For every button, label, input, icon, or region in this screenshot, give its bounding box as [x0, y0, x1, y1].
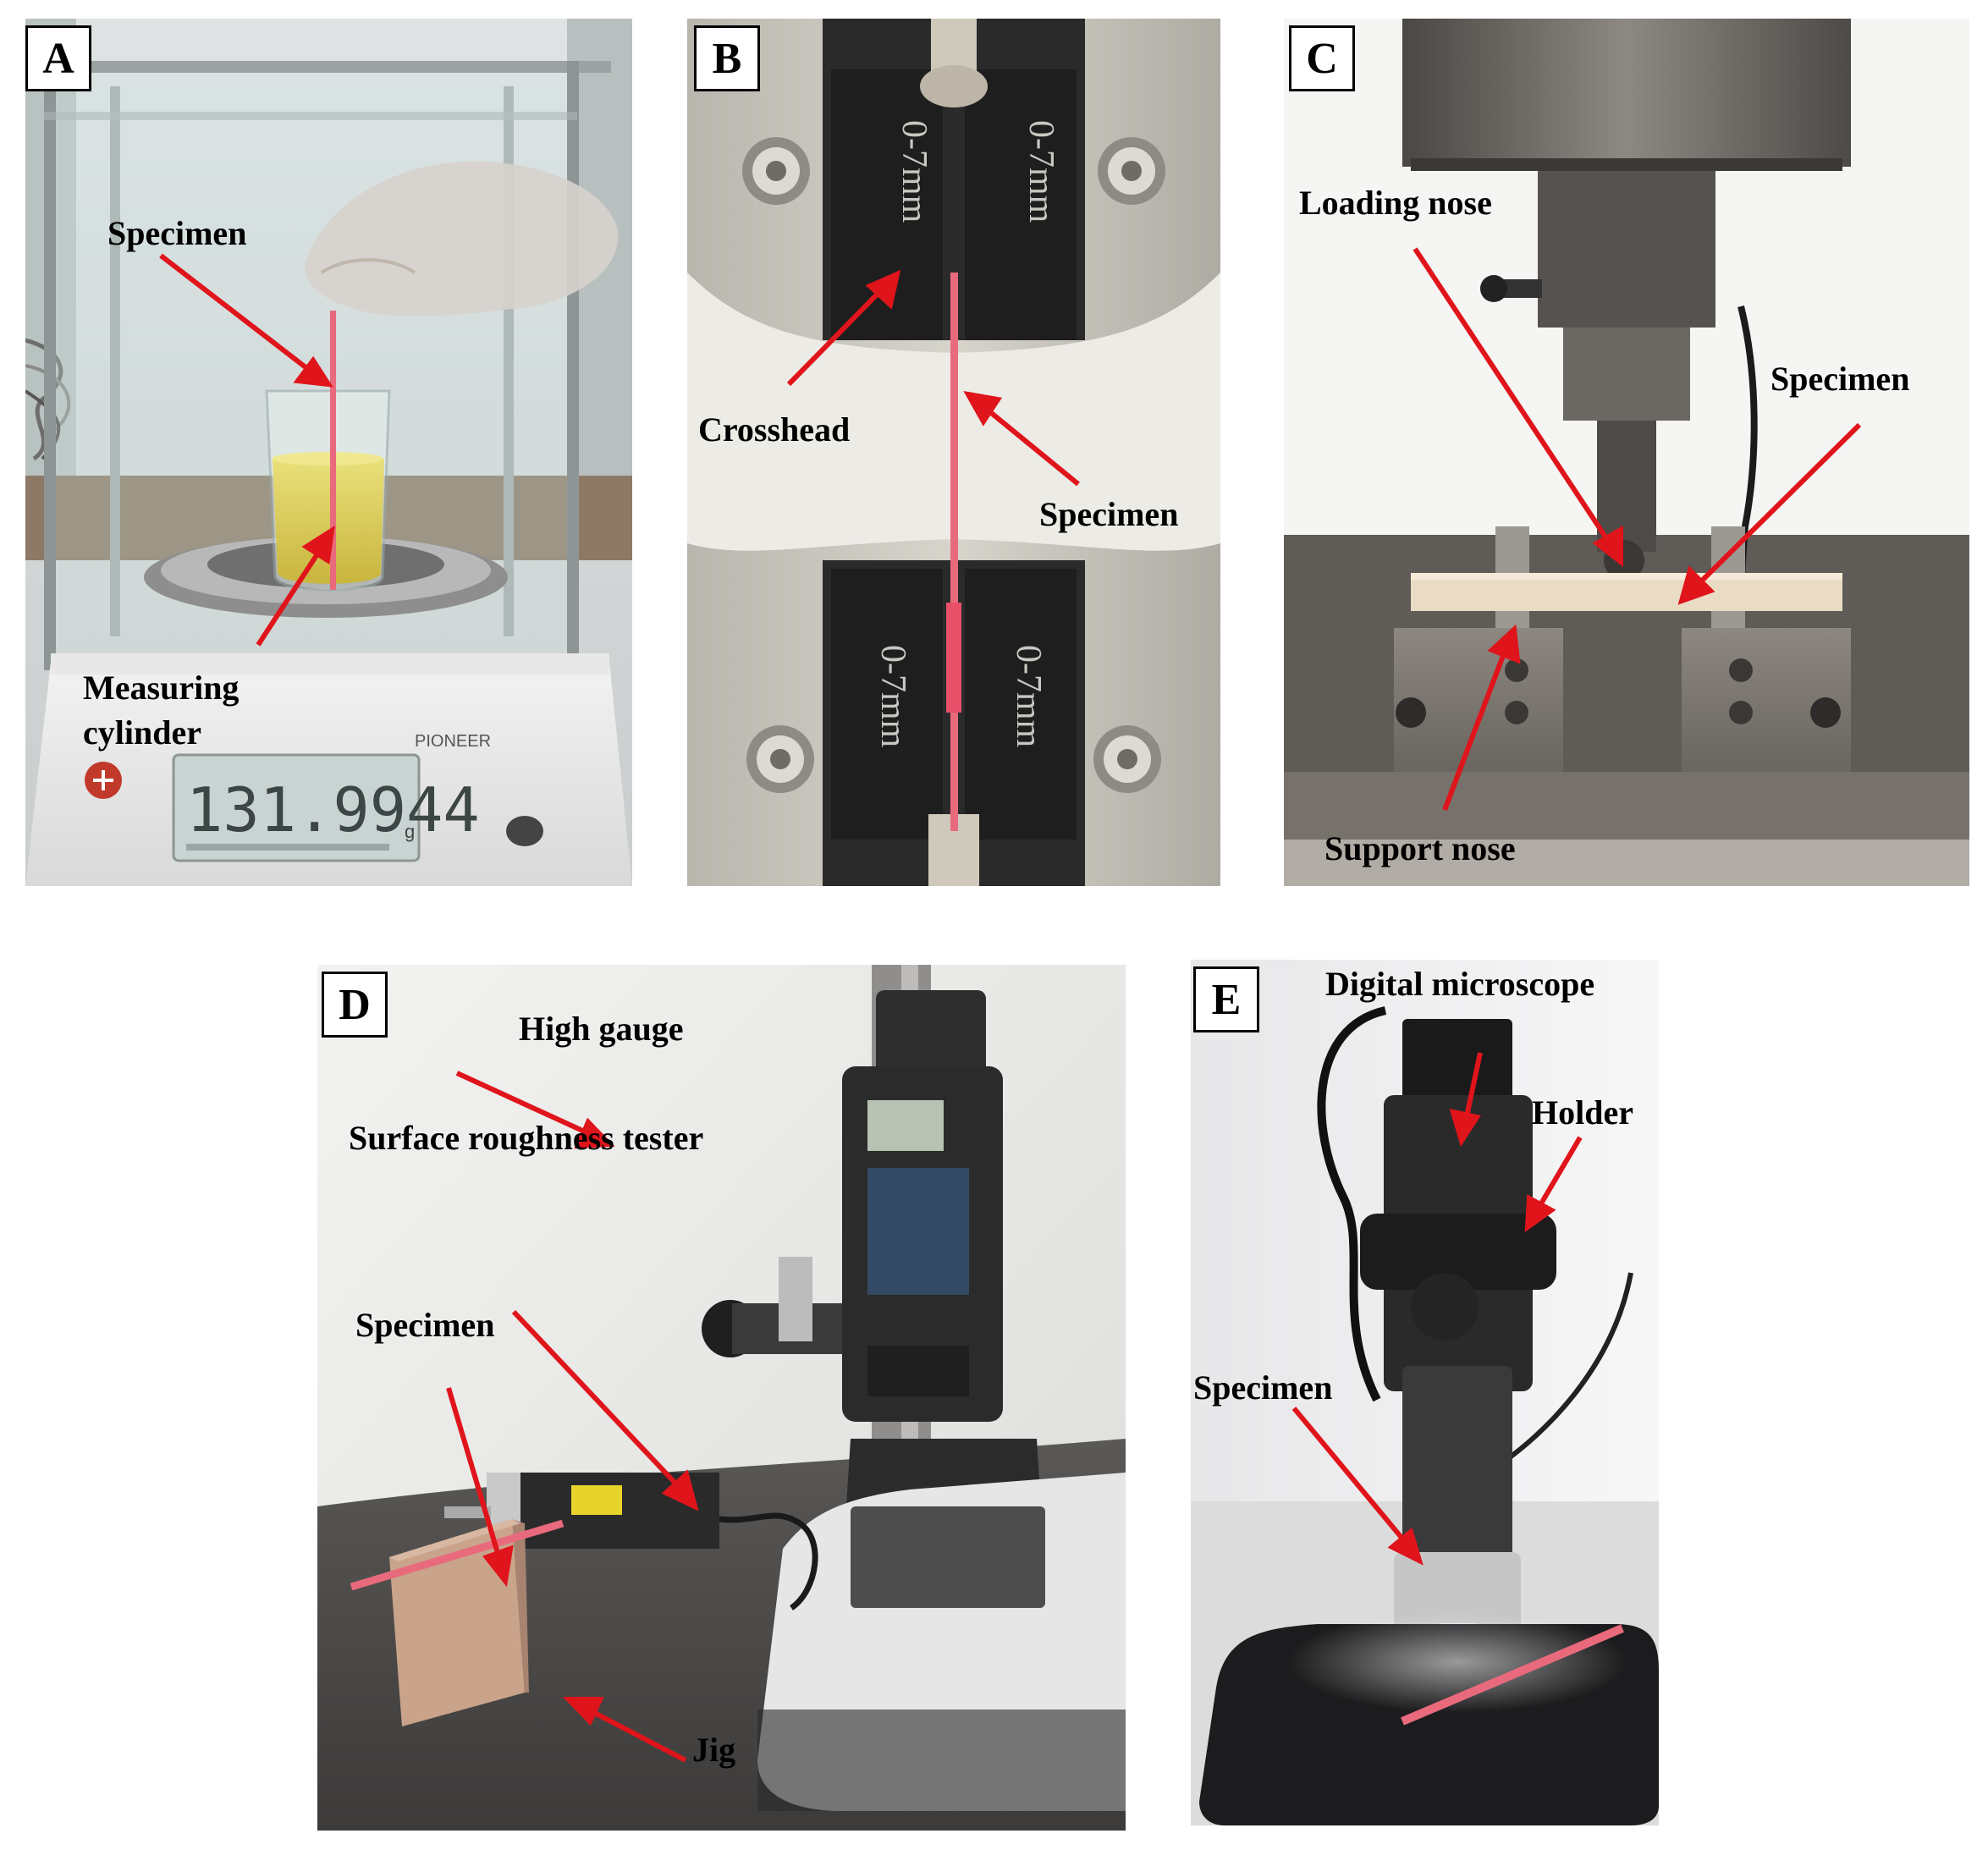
panel-e-letter: E	[1193, 966, 1259, 1032]
balance-readout: 131.9944	[186, 774, 480, 845]
panel-b-specimen-label: Specimen	[1039, 495, 1179, 533]
panel-a-measuring-cylinder-label-1: Measuring	[83, 669, 240, 707]
panel-d-letter: D	[322, 972, 388, 1038]
panel-a-specimen-label: Specimen	[107, 214, 247, 252]
panel-c-specimen-label: Specimen	[1770, 360, 1910, 398]
panel-d-jig-label: Jig	[692, 1731, 736, 1769]
panel-a-measuring-cylinder-label-2: cylinder	[83, 713, 201, 752]
panel-d-surface-roughness-tester-label: Surface roughness tester	[349, 1119, 704, 1157]
panel-c-letter: C	[1289, 25, 1355, 91]
grip-marking-top-right: 0-7mm	[1022, 120, 1060, 223]
panel-b-crosshead-label: Crosshead	[698, 410, 851, 449]
panel-c-support-nose-label: Support nose	[1324, 829, 1516, 867]
panel-d-high-gauge-label: High gauge	[519, 1010, 684, 1048]
panel-d-photo	[317, 965, 1126, 1831]
panel-e-digital-microscope-label: Digital microscope	[1325, 965, 1595, 1003]
panel-e-holder-label: Holder	[1532, 1093, 1633, 1131]
panel-b-photo: 0-7mm 0-7mm 0-7mm 0-7mm	[687, 19, 1220, 886]
panel-b-letter: B	[694, 25, 760, 91]
panel-c-photo	[1284, 19, 1969, 886]
panel-c-loading-nose-label: Loading nose	[1299, 184, 1492, 222]
panel-e-specimen-label: Specimen	[1193, 1368, 1333, 1407]
panel-d-specimen-label: Specimen	[355, 1306, 495, 1344]
panel-a-letter: A	[25, 25, 91, 91]
balance-unit: g	[405, 821, 415, 842]
balance-brand: PIONEER	[415, 732, 491, 751]
grip-marking-bottom-right: 0-7mm	[1009, 645, 1048, 748]
panel-e-photo	[1191, 960, 1659, 1825]
grip-marking-bottom-left: 0-7mm	[873, 645, 912, 748]
panel-a-photo: PIONEER 131.9944 g	[25, 19, 632, 886]
grip-marking-top-left: 0-7mm	[895, 120, 933, 223]
